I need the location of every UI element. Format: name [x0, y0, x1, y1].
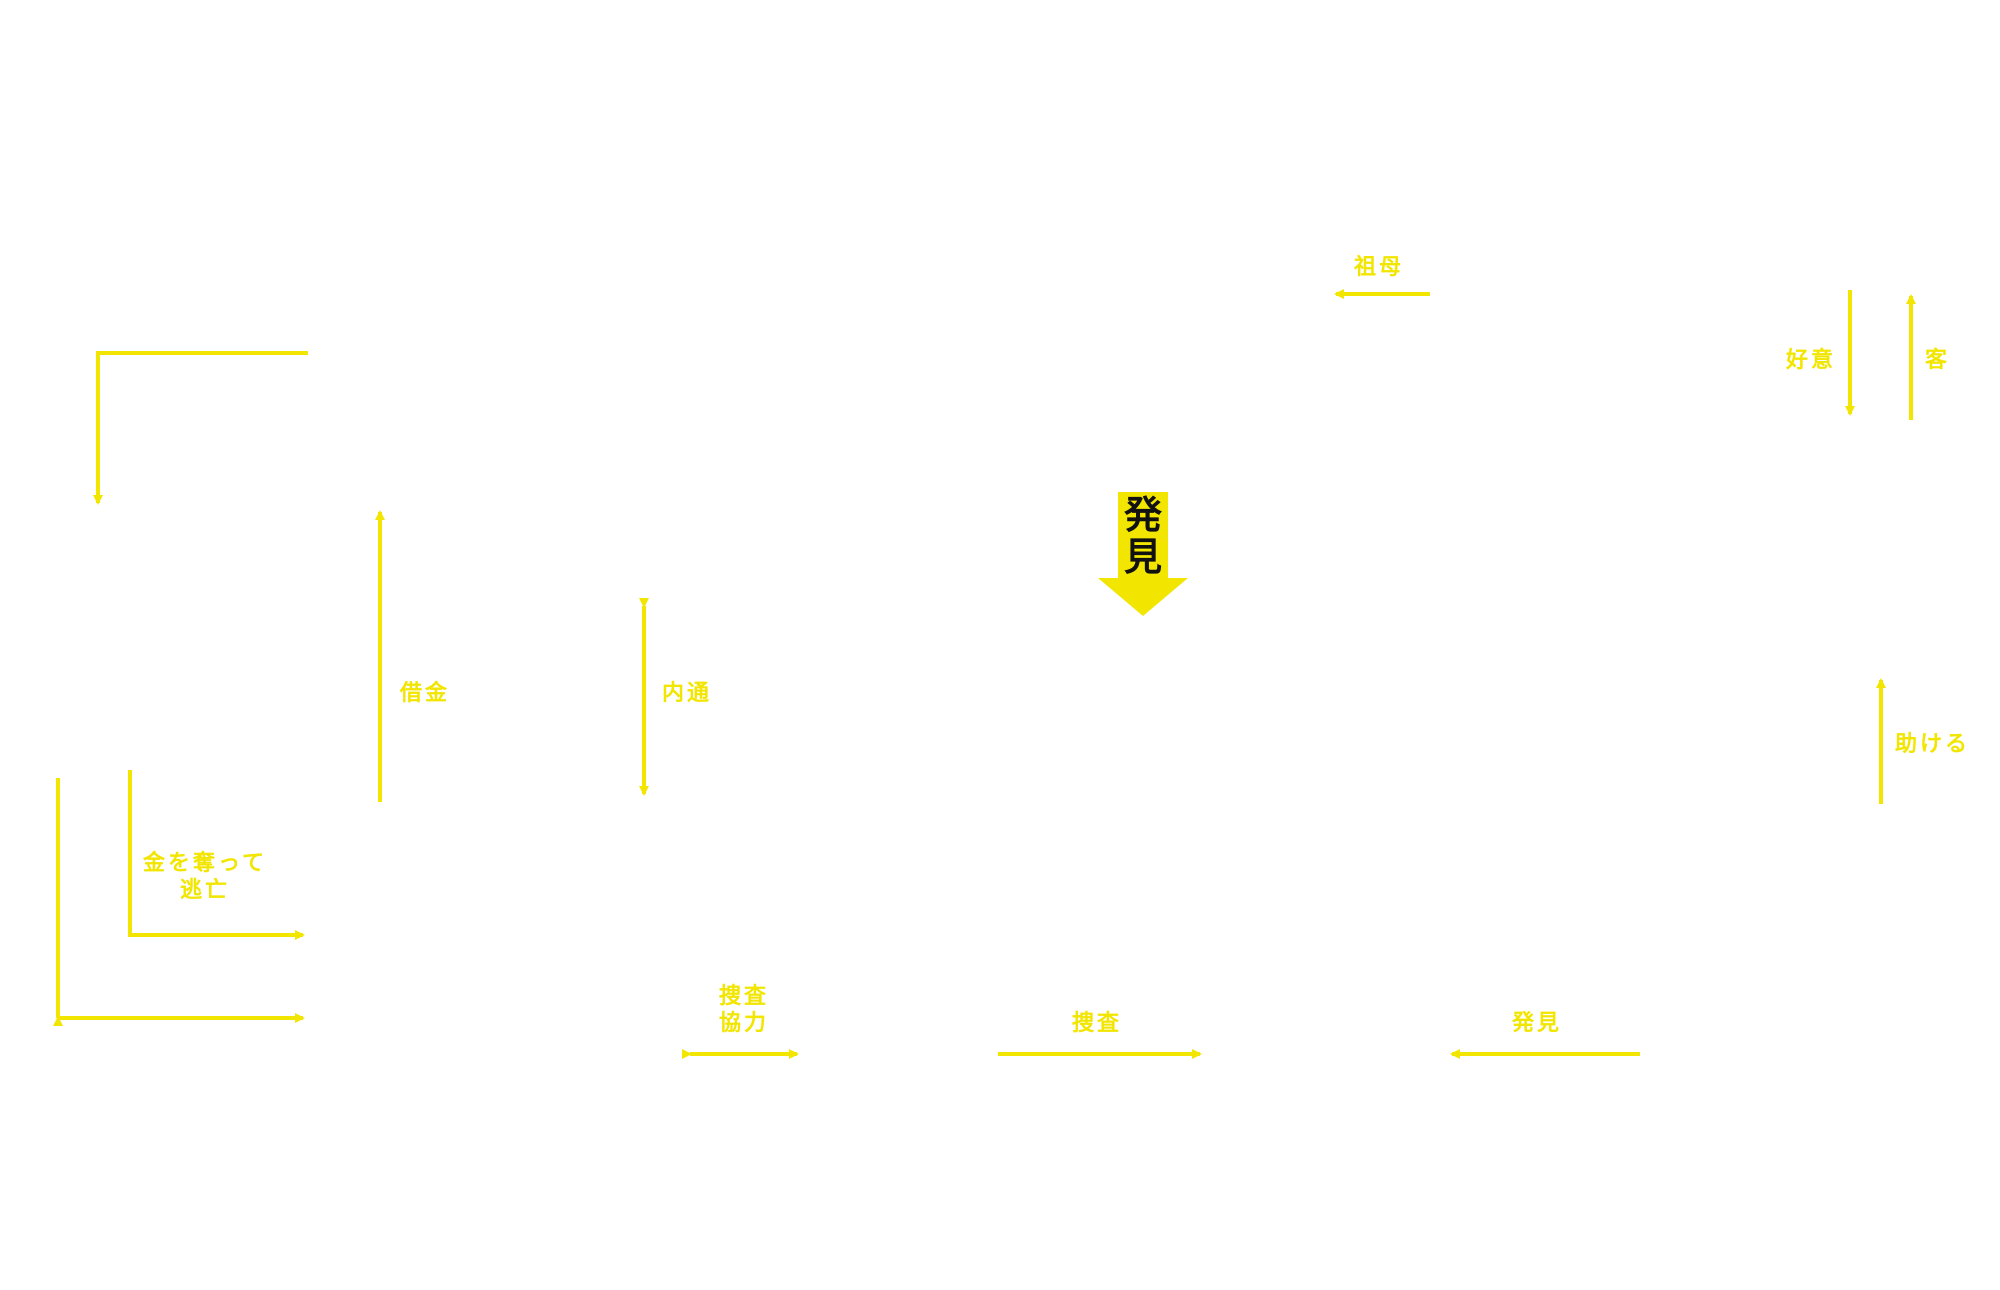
big-arrow-line2: 見	[1123, 535, 1162, 579]
label-sousa: 捜査	[1072, 1011, 1123, 1036]
big-arrow-line1: 発	[1123, 493, 1162, 537]
label-kane-line2: 逃亡	[179, 878, 230, 903]
big-arrow-label: 発 見	[1118, 494, 1168, 578]
big-down-arrow	[1098, 492, 1188, 616]
elbow-arrow-kane	[128, 770, 305, 940]
label-tasukeru: 助ける	[1895, 732, 1971, 757]
label-naitsu: 内通	[662, 681, 713, 706]
label-hakken: 発見	[1512, 1011, 1563, 1036]
label-sousakyouryoku-group: 捜査 協力	[704, 983, 784, 1037]
label-sousakyouryoku-line2: 協力	[718, 1011, 769, 1036]
label-shakkin: 借金	[400, 681, 451, 706]
label-kyaku: 客	[1925, 348, 1951, 373]
elbow-arrow-top-left	[93, 351, 308, 505]
label-sousakyouryoku-line1: 捜査	[718, 984, 769, 1009]
label-soba: 祖母	[1354, 255, 1405, 280]
label-kane-group: 金を奪って 逃亡	[140, 850, 270, 904]
label-koui: 好意	[1786, 348, 1837, 373]
label-kane-line1: 金を奪って	[143, 851, 267, 876]
